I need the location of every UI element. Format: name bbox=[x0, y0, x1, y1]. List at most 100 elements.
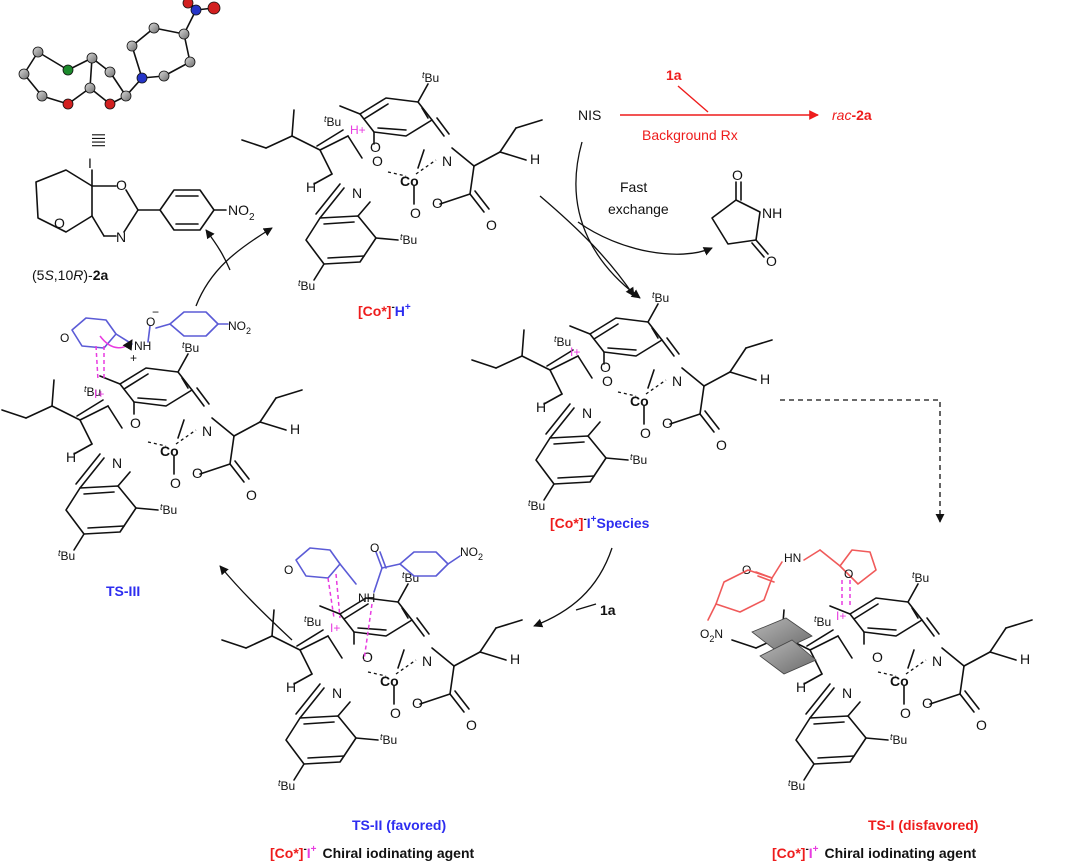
tbu-label: tBu bbox=[84, 384, 101, 399]
imine-nitrogen: N bbox=[422, 653, 432, 669]
ts1-structure: Co O N N O O O H H tBu tBu tBu tBu HN O … bbox=[700, 549, 1033, 793]
phenoxide-oxygen: O bbox=[170, 475, 181, 491]
alpha-hydrogen: H bbox=[306, 179, 316, 195]
tbu-label: tBu bbox=[278, 778, 295, 793]
tbu-label: tBu bbox=[890, 732, 907, 747]
carbonyl-oxygen: O bbox=[466, 717, 477, 733]
cycle-arrow-to-product bbox=[205, 229, 231, 271]
substrate-nh: NH bbox=[134, 339, 151, 353]
nitro-group: NO2 bbox=[228, 319, 251, 336]
tbu-label: tBu bbox=[182, 340, 199, 355]
nitro-group: NO2 bbox=[228, 202, 255, 223]
phenoxide-oxygen: O bbox=[410, 205, 421, 221]
carbonyl-oxygen: O bbox=[246, 487, 257, 503]
carboxylate-oxygen: O bbox=[412, 695, 423, 711]
alpha-hydrogen: H bbox=[510, 651, 520, 667]
alpha-hydrogen: H bbox=[796, 679, 806, 695]
tbu-label: tBu bbox=[304, 614, 321, 629]
imine-nitrogen: N bbox=[112, 455, 122, 471]
tbu-label: tBu bbox=[814, 614, 831, 629]
carboxylate-oxygen: O bbox=[192, 465, 203, 481]
nitro-group: O2N bbox=[700, 627, 723, 644]
ts1-label: TS-I (disfavored) bbox=[868, 817, 978, 833]
ts2-label: TS-II (favored) bbox=[352, 817, 446, 833]
cobalt-atom: Co bbox=[160, 443, 179, 459]
cobalt-atom: Co bbox=[400, 173, 419, 189]
cobalt-atom: Co bbox=[890, 673, 909, 689]
imine-nitrogen: N bbox=[202, 423, 212, 439]
equivalence-mark: |||| bbox=[92, 133, 108, 148]
imine-nitrogen: N bbox=[582, 405, 592, 421]
carboxylate-oxygen: O bbox=[432, 195, 443, 211]
tbu-label: tBu bbox=[324, 114, 341, 129]
catalyst-co-i-species: Co O O N N O O O H H I+ tBu tBu tBu tBu bbox=[471, 290, 773, 513]
substrate-oxygen: O bbox=[284, 563, 293, 577]
cycle-arrow-h-to-i bbox=[539, 195, 635, 297]
tbu-label: tBu bbox=[652, 290, 669, 305]
tbu-label: tBu bbox=[380, 732, 397, 747]
tbu-label: tBu bbox=[298, 278, 315, 293]
oxazoline-oxygen: O bbox=[116, 177, 127, 193]
pyran-oxygen: O bbox=[54, 215, 65, 231]
carboxylate-oxygen: O bbox=[922, 695, 933, 711]
iodonium-label: I+ bbox=[570, 345, 580, 359]
imine-nitrogen: N bbox=[932, 653, 942, 669]
iodonium-label: I+ bbox=[94, 387, 104, 401]
tbu-label: tBu bbox=[160, 502, 177, 517]
succinimide-oxygen: O bbox=[766, 253, 777, 269]
substrate-carbonyl-oxygen: O bbox=[370, 541, 379, 555]
ligand-oxygen: O bbox=[602, 373, 613, 389]
tbu-label: tBu bbox=[400, 232, 417, 247]
background-1a-label: 1a bbox=[666, 67, 682, 83]
imine-nitrogen: N bbox=[842, 685, 852, 701]
steric-clash-pane bbox=[759, 639, 817, 675]
cycle-arrow-i-to-ts2 bbox=[533, 547, 613, 628]
tbu-label: tBu bbox=[58, 548, 75, 563]
fast-label: Fast bbox=[620, 179, 647, 195]
ligand-oxygen: O bbox=[362, 649, 373, 665]
product-2a-structure: I O O N NO2 bbox=[35, 155, 255, 245]
proton-label: H+ bbox=[350, 123, 366, 137]
succinimide-structure: O NH O bbox=[711, 167, 782, 269]
ts1-agent-label: [Co*]-I+Chiral iodinating agent bbox=[772, 844, 977, 861]
background-rx-label: Background Rx bbox=[642, 127, 738, 143]
tbu-label: tBu bbox=[554, 334, 571, 349]
cycle-arrow-ts2-to-ts3 bbox=[219, 565, 293, 641]
cobalt-atom: Co bbox=[380, 673, 399, 689]
carbonyl-oxygen: O bbox=[976, 717, 987, 733]
ts3-label: TS-III bbox=[106, 583, 140, 599]
iodonium-label: I+ bbox=[330, 621, 340, 635]
alpha-hydrogen: H bbox=[530, 151, 540, 167]
imine-nitrogen: N bbox=[672, 373, 682, 389]
ligand-oxygen: O bbox=[372, 153, 383, 169]
ligand-oxygen: O bbox=[872, 649, 883, 665]
substrate-nh: NH bbox=[358, 591, 375, 605]
tbu-label: tBu bbox=[422, 70, 439, 85]
carbonyl-oxygen: O bbox=[716, 437, 727, 453]
tbu-label: tBu bbox=[528, 498, 545, 513]
alpha-hydrogen: H bbox=[290, 421, 300, 437]
tbu-label: tBu bbox=[788, 778, 805, 793]
ligand-oxygen: O bbox=[130, 415, 141, 431]
catalyst-i-species-label: [Co*]-I+Species bbox=[550, 514, 650, 531]
anion-charge: − bbox=[152, 305, 159, 319]
disfavored-pathway-arrow bbox=[780, 399, 945, 523]
ligand-oxygen: O bbox=[600, 359, 611, 375]
carbonyl-oxygen: O bbox=[486, 217, 497, 233]
succinimide-release-arrow bbox=[577, 221, 713, 256]
product-label: (5S,10R)-2a bbox=[32, 267, 109, 283]
exchange-label: exchange bbox=[608, 201, 669, 217]
ts2-structure: Co O N N O O O H H tBu tBu tBu tBu O NH … bbox=[221, 541, 523, 793]
imine-nitrogen: N bbox=[352, 185, 362, 201]
nitro-group: NO2 bbox=[460, 545, 483, 562]
substrate-oxygen-anion: O bbox=[146, 315, 155, 329]
alpha-hydrogen: H bbox=[760, 371, 770, 387]
ligand-oxygen: O bbox=[370, 139, 381, 155]
catalyst-h-label: [Co*]-H+ bbox=[358, 302, 411, 319]
phenoxide-oxygen: O bbox=[900, 705, 911, 721]
rac-2a-label: rac-2a bbox=[832, 107, 872, 123]
alpha-hydrogen: H bbox=[1020, 651, 1030, 667]
substrate-hn: HN bbox=[784, 551, 801, 565]
ts2-agent-label: [Co*]-I+Chiral iodinating agent bbox=[270, 844, 475, 861]
substrate-oxygen: O bbox=[844, 567, 853, 581]
